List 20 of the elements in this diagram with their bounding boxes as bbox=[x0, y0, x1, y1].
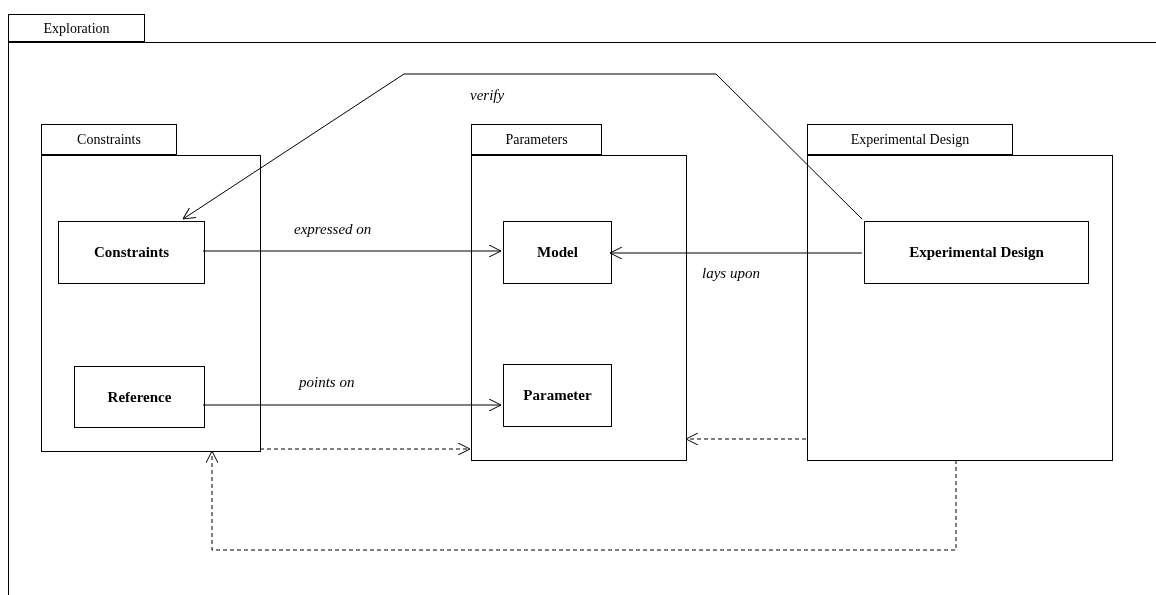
class-box: Reference bbox=[74, 366, 205, 428]
dependency-arrow bbox=[685, 432, 807, 446]
package-tab: Exploration bbox=[8, 14, 145, 42]
dependency-arrow bbox=[205, 450, 957, 551]
class-box: Constraints bbox=[58, 221, 205, 284]
association-arrow bbox=[609, 246, 863, 260]
package-tab: Parameters bbox=[471, 124, 602, 155]
association-arrow bbox=[202, 244, 502, 258]
class-box: Parameter bbox=[503, 364, 612, 427]
class-box: Model bbox=[503, 221, 612, 284]
dependency-arrow bbox=[259, 442, 471, 456]
edge-label: verify bbox=[468, 88, 507, 103]
association-arrow bbox=[202, 398, 502, 412]
class-box: Experimental Design bbox=[864, 221, 1089, 284]
association-arrow bbox=[182, 73, 863, 220]
edge-label: lays upon bbox=[700, 266, 762, 281]
edge-label: points on bbox=[297, 375, 357, 390]
package-tab: Constraints bbox=[41, 124, 177, 155]
edge-label: expressed on bbox=[292, 222, 374, 237]
package-tab: Experimental Design bbox=[807, 124, 1013, 155]
